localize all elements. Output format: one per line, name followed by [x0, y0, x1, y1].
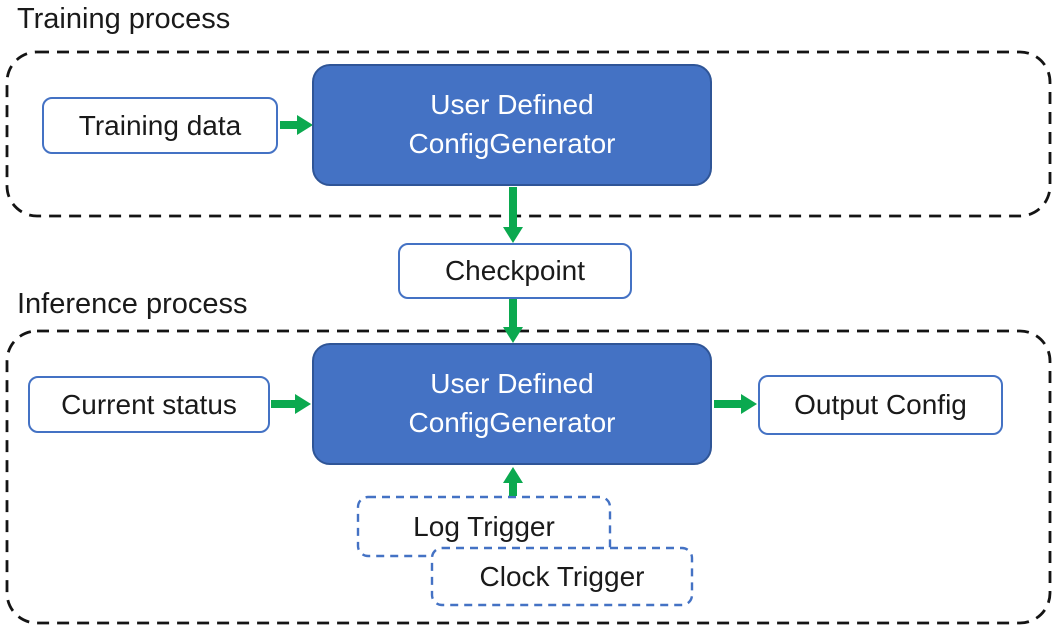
arrow-log-trigger-to-generator	[503, 467, 523, 496]
log-trigger-label: Log Trigger	[413, 510, 555, 542]
checkpoint-label: Checkpoint	[444, 255, 586, 286]
clock-trigger-node: Clock Trigger	[432, 548, 692, 605]
checkpoint-node: Checkpoint	[398, 243, 632, 299]
training-process-container	[5, 50, 1052, 218]
arrow-current-status-to-generator	[271, 394, 311, 414]
training-data-label: Training data	[78, 109, 242, 141]
arrow-generator-to-output-config	[714, 394, 757, 414]
output-config-node: Output Config	[758, 375, 1003, 435]
inference-config-generator-node: User Defined ConfigGenerator	[312, 343, 712, 465]
training-config-generator-node: User Defined ConfigGenerator	[312, 64, 712, 186]
current-status-label: Current status	[61, 388, 237, 420]
arrow-generator-to-checkpoint	[503, 187, 523, 243]
output-config-label: Output Config	[794, 389, 967, 420]
inference-config-generator-label-line1: User Defined	[430, 368, 594, 400]
inference-config-generator-label-line2: ConfigGenerator	[408, 407, 616, 438]
training-process-label: Training process	[17, 3, 231, 35]
current-status-node: Current status	[28, 376, 270, 433]
log-trigger-node: Log Trigger	[358, 497, 610, 556]
clock-trigger-label: Clock Trigger	[479, 560, 645, 592]
inference-process-label: Inference process	[17, 288, 248, 320]
training-config-generator-label-line1: User Defined	[430, 89, 594, 121]
arrow-checkpoint-to-inference-generator	[503, 299, 523, 343]
clock-trigger-box	[430, 546, 694, 607]
training-config-generator-label-line2: ConfigGenerator	[408, 128, 616, 159]
inference-process-container	[5, 329, 1052, 625]
training-data-node: Training data	[42, 97, 278, 154]
arrow-training-data-to-generator	[280, 115, 313, 135]
log-trigger-box	[356, 495, 612, 558]
